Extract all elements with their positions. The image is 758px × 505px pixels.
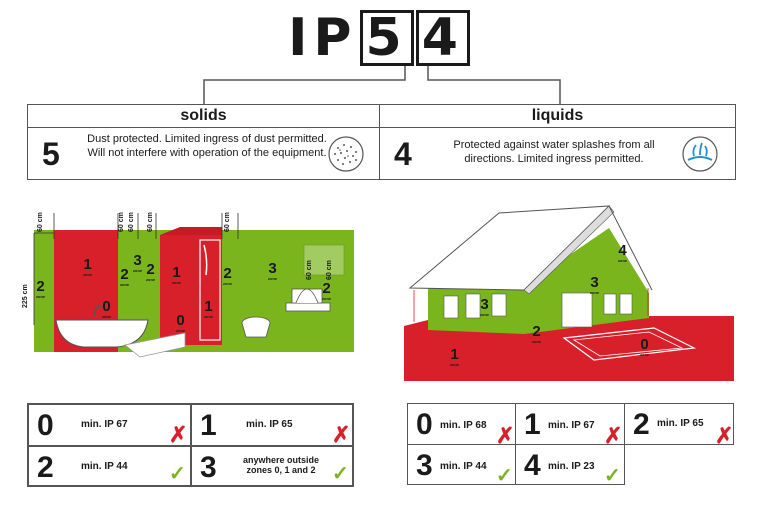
check-icon: ✓: [169, 463, 186, 485]
bathroom-zones-table: 0 min. IP 67 ✗ 1 min. IP 65 ✗ 2 min. IP …: [27, 403, 354, 487]
zone-number: 2: [37, 451, 54, 484]
table-row: 1 min. IP 65 ✗: [191, 404, 353, 447]
solids-description: Dust protected. Limited ingress of dust …: [87, 133, 327, 159]
table-row: 2 min. IP 44 ✓: [28, 446, 191, 486]
table-row: 3 anywhere outside zones 0, 1 and 2 ✓: [191, 446, 353, 486]
water-splash-icon: [682, 136, 718, 172]
garden-zones-table: 0 min. IP 68 ✗ 1 min. IP 67 ✗ 2 min. IP …: [407, 403, 734, 487]
cross-icon: ✗: [332, 422, 351, 447]
cross-icon: ✗: [715, 423, 734, 448]
liquids-cell: 4 Protected against water splashes from …: [379, 128, 736, 180]
table-row: 2 min. IP 65 ✗: [624, 403, 734, 448]
table-row: 0 min. IP 67 ✗: [28, 404, 191, 447]
dim-60cm-5: 60 cm: [224, 212, 231, 232]
zone-requirement: min. IP 65: [246, 419, 293, 430]
zone-requirement: min. IP 23: [548, 461, 595, 472]
zone-requirement: min. IP 68: [440, 420, 487, 431]
zone-number: 0: [37, 409, 54, 442]
title-digit-liquids: 4: [415, 10, 470, 66]
zone-requirement: min. IP 44: [81, 461, 128, 472]
cross-icon: ✗: [496, 423, 515, 448]
zone-requirement: min. IP 44: [440, 461, 487, 472]
zone-number: 3: [200, 451, 217, 484]
zone-number: 0: [416, 408, 433, 441]
zone-number: 2: [633, 408, 650, 441]
title-prefix: IP: [288, 8, 358, 68]
title-connector-lines: [203, 66, 561, 104]
solids-number: 5: [42, 136, 60, 172]
liquids-description: Protected against water splashes from al…: [453, 139, 655, 165]
dim-60cm-4: 60 cm: [147, 212, 154, 232]
dim-60cm-6: 60 cm: [306, 260, 313, 280]
check-icon: ✓: [332, 463, 349, 485]
table-row: 4 min. IP 23 ✓: [515, 444, 625, 487]
dim-60cm-7: 60 cm: [326, 260, 333, 280]
check-icon: ✓: [604, 465, 621, 487]
dim-225cm: 225 cm: [22, 284, 29, 308]
table-row: 1 min. IP 67 ✗: [515, 403, 625, 448]
garden-zones-diagram: [404, 205, 734, 381]
cross-icon: ✗: [169, 422, 188, 447]
dim-60cm-2: 60 cm: [118, 212, 125, 232]
cross-icon: ✗: [604, 423, 623, 448]
zone-requirement: anywhere outside zones 0, 1 and 2: [242, 455, 320, 475]
liquids-number: 4: [394, 136, 412, 172]
dust-particles-icon: [328, 136, 364, 172]
table-row: 3 min. IP 44 ✓: [407, 444, 516, 487]
zone-requirement: min. IP 67: [548, 420, 595, 431]
solids-header: solids: [27, 104, 380, 128]
table-row: 0 min. IP 68 ✗: [407, 403, 516, 448]
zone-number: 3: [416, 449, 433, 482]
dim-60cm-3: 60 cm: [128, 212, 135, 232]
zone-number: 1: [200, 409, 217, 442]
title-digit-solids: 5: [359, 10, 414, 66]
zone-requirement: min. IP 65: [657, 418, 704, 429]
bathroom-zones-diagram: [33, 213, 354, 358]
zone-number: 4: [524, 449, 541, 482]
zone-number: 1: [524, 408, 541, 441]
check-icon: ✓: [496, 465, 513, 487]
liquids-header: liquids: [379, 104, 736, 128]
solids-cell: 5 Dust protected. Limited ingress of dus…: [27, 128, 380, 180]
dim-60cm-1: 60 cm: [37, 212, 44, 232]
zone-requirement: min. IP 67: [81, 419, 128, 430]
